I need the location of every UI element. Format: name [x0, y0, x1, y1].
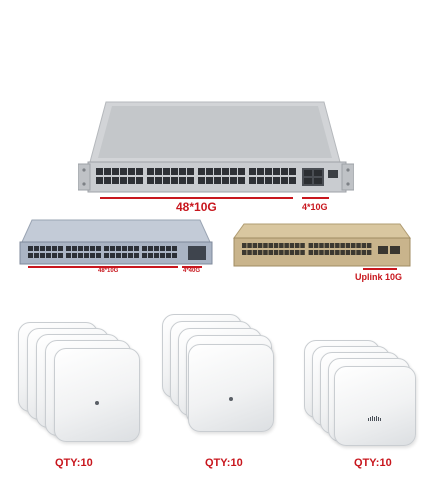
port-underline-blue: [28, 266, 178, 268]
ap-stack-1: [18, 322, 140, 442]
ap-stack-3: [304, 340, 416, 446]
port-label-blue: 48*10G: [98, 268, 119, 274]
switch-large: [77, 98, 355, 198]
uplink-label-blue: 4*40G: [183, 268, 201, 274]
ap-stack-2: [162, 314, 274, 432]
access-point-front-1: [54, 348, 140, 442]
uplink-underline-gold: [363, 268, 397, 270]
access-point-front-3: [334, 366, 416, 446]
switch-large-graphic: [77, 101, 355, 193]
access-point-front-2: [188, 344, 274, 432]
switch-gold-graphic: [233, 223, 411, 267]
switch-blue: [18, 218, 214, 270]
port-underline-large: [100, 197, 293, 199]
switch-blue-graphic: [19, 219, 213, 265]
port-label-large: 48*10G: [176, 200, 217, 214]
uplink-label-large: 4*10G: [302, 202, 328, 212]
switch-gold: [232, 222, 412, 272]
qty-label-2: QTY:10: [205, 457, 243, 469]
qty-label-1: QTY:10: [55, 457, 93, 469]
qty-label-3: QTY:10: [354, 457, 392, 469]
brand-logo-icon: [367, 409, 383, 421]
uplink-underline-large: [302, 197, 329, 199]
uplink-underline-blue: [182, 266, 202, 268]
uplink-label-gold: Uplink 10G: [355, 272, 403, 282]
